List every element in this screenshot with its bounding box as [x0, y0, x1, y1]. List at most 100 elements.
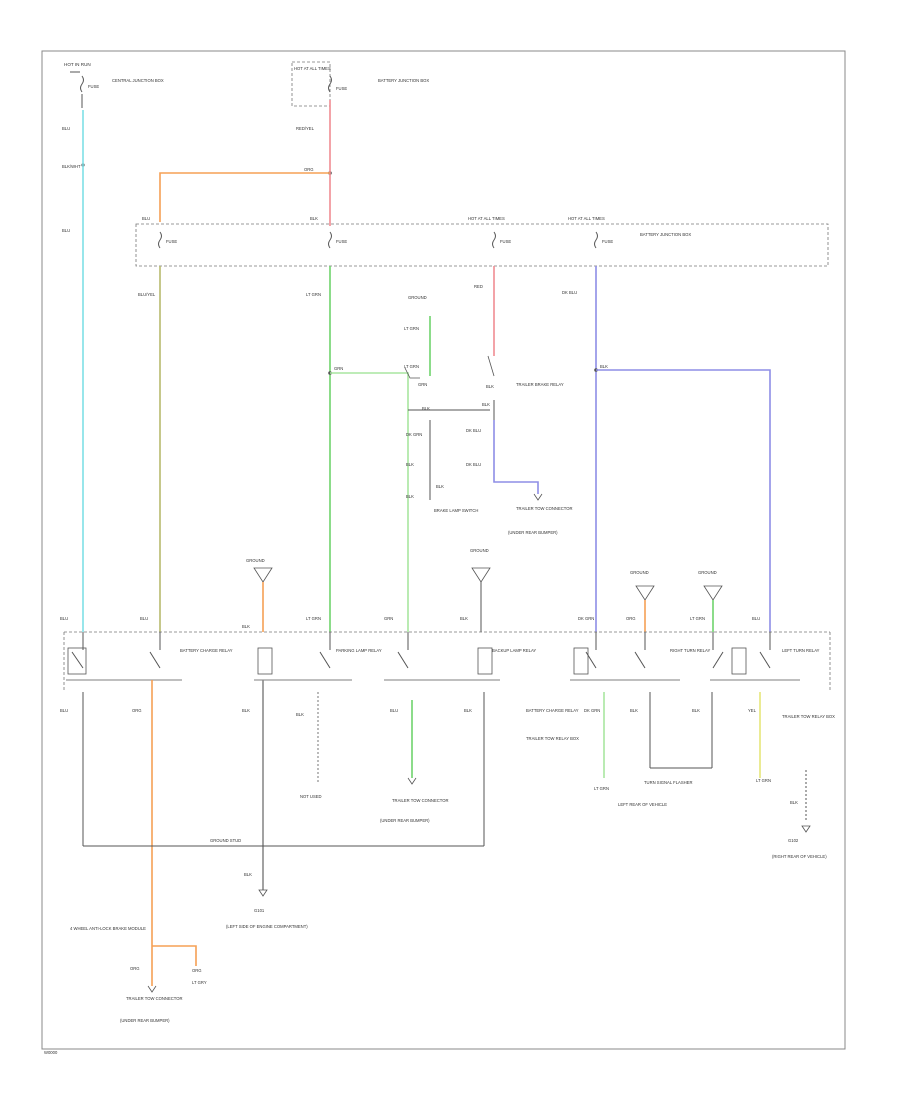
label-relay-3: BACKUP LAMP RELAY: [492, 648, 536, 653]
label-top-center-title: HOT AT ALL TIMES: [294, 66, 331, 71]
label-wire-green: LT GRN: [306, 292, 321, 297]
label-fuse-1: FUSE: [166, 239, 177, 244]
ground-top-group: GROUND LT GRN LT GRN: [404, 295, 427, 369]
wire-blue-right: [596, 369, 771, 632]
label-left-wire-3: BLU: [62, 228, 70, 233]
label-fuse-box-top-a: HOT AT ALL TIMES: [468, 216, 505, 221]
label-rb-wire-9: LT GRN: [690, 616, 705, 621]
label-below-9: BLK: [692, 708, 700, 713]
label-below-7: DK GRN: [584, 708, 600, 713]
label-fuse-4: FUSE: [602, 239, 613, 244]
ground-right-1: GROUND: [630, 570, 655, 601]
label-fuse-box-desc: BATTERY JUNCTION BOX: [640, 232, 691, 237]
label-blue-splice: BLK: [600, 364, 608, 369]
label-trailer-conn: TRAILER TOW CONNECTOR: [516, 506, 573, 511]
label-trailer-relay-wire-2: BLK: [422, 406, 430, 411]
label-below-3: BLK: [242, 708, 250, 713]
label-center-wire-a: LT GRN: [404, 364, 419, 369]
label-bottom-left-desc: 4 WHEEL ANTI-LOCK BRAKE MODULE: [70, 926, 146, 931]
wire-orange-top: [159, 172, 330, 222]
label-ground-top: GROUND: [408, 295, 427, 300]
label-below-5: BLU: [390, 708, 398, 713]
label-rb-wire-3: BLK: [242, 624, 250, 629]
wire-blue-trailer: [493, 420, 539, 494]
label-top-center-wire: RED/YEL: [296, 126, 315, 131]
label-rb-wire-10: BLU: [752, 616, 760, 621]
label-fuse-2: FUSE: [336, 239, 347, 244]
label-light-green: LT GRN: [594, 786, 609, 791]
label-wire-olive: BLU/YEL: [138, 292, 156, 297]
label-rb-wire-8: ORG: [626, 616, 636, 621]
label-battery-desc-2: TRAILER TOW RELAY BOX: [526, 736, 579, 741]
label-below-4: BLK: [296, 712, 304, 717]
label-relay-2: PARKING LAMP RELAY: [336, 648, 382, 653]
label-wire-blue: DK BLU: [562, 290, 577, 295]
label-rb-wire-7: DK GRN: [578, 616, 594, 621]
label-top-left-fuse: FUSE: [88, 84, 99, 89]
label-below-6: BLK: [464, 708, 472, 713]
label-bottom-wire-center: BLK: [244, 872, 252, 877]
label-fuse-box-wire-b: BLK: [310, 216, 318, 221]
label-trailer-wire-1: DK BLU: [466, 428, 481, 433]
brake-lamp-branch: DK GRN BLK BLK BLK BRAKE LAMP SWITCH: [406, 420, 478, 513]
label-fuse-box-wire-a: BLU: [142, 216, 150, 221]
label-left-wire-2: BLK/WHT: [62, 164, 81, 169]
diagram-frame: [41, 50, 846, 1050]
footer-id: W0000: [44, 1050, 58, 1055]
label-g-center: GROUND: [470, 548, 489, 553]
label-ground-stud-desc-a: (LEFT SIDE OF ENGINE COMPARTMENT): [226, 924, 308, 929]
label-relay-4: RIGHT TURN RELAY: [670, 648, 710, 653]
label-relay-5: LEFT TURN RELAY: [782, 648, 820, 653]
label-top-center-fuse: FUSE: [336, 86, 347, 91]
label-rb-wire-1: BLU: [60, 616, 68, 621]
label-fuse-3: FUSE: [500, 239, 511, 244]
label-top-center-desc: BATTERY JUNCTION BOX: [378, 78, 429, 83]
label-bottom-left-wire-2: ORG: [192, 968, 202, 973]
center-connector-group: TRAILER TOW CONNECTOR (UNDER REAR BUMPER…: [380, 798, 449, 823]
label-right-ground: G102: [788, 838, 799, 843]
ground-center: GROUND: [470, 548, 491, 583]
label-trailer-relay-wire: GRN: [418, 382, 427, 387]
label-fuse-box-top-b: HOT AT ALL TIMES: [568, 216, 605, 221]
label-brake-splice: BLK: [436, 484, 444, 489]
label-brake-wire-3: BLK: [406, 494, 414, 499]
label-wire-pink: RED: [474, 284, 483, 289]
label-g-right-2: GROUND: [698, 570, 717, 575]
label-trailer-relay-pin: BLK: [486, 384, 494, 389]
label-top-left-title: HOT IN RUN: [64, 62, 91, 67]
label-rb-wire-2: BLU: [140, 616, 148, 621]
label-below-8: BLK: [630, 708, 638, 713]
ground-right-2: GROUND: [698, 570, 723, 601]
label-bottom-left-wire-3: LT GRY: [192, 980, 207, 985]
label-g-right-1: GROUND: [630, 570, 649, 575]
label-right-bottom-wire: BLK: [790, 800, 798, 805]
label-below-1: BLU: [60, 708, 68, 713]
label-right-desc-2: LEFT REAR OF VEHICLE: [618, 802, 667, 807]
label-rb-wire-6: BLK: [460, 616, 468, 621]
trailer-relay-group: GRN BLK BLK TRAILER BRAKE RELAY BLK DK B…: [404, 355, 564, 467]
label-ground-stud-desc-b: (RIGHT REAR OF VEHICLE): [772, 854, 827, 859]
label-right-desc: TURN SIGNAL FLASHER: [644, 780, 692, 785]
ground-left: GROUND: [246, 558, 273, 583]
label-trailer-conn-b: (UNDER REAR BUMPER): [508, 530, 558, 535]
label-battery-desc-1: BATTERY CHARGE RELAY: [526, 708, 579, 713]
trailer-connector-center-group: TRAILER TOW CONNECTOR (UNDER REAR BUMPER…: [508, 506, 573, 535]
center-right-desc-group: BATTERY CHARGE RELAY TRAILER TOW RELAY B…: [526, 708, 579, 741]
label-relay-1: BATTERY CHARGE RELAY: [180, 648, 233, 653]
label-bottom-left-wire-1: ORG: [130, 966, 140, 971]
relay-box: BLU BLU BLK LT GRN GRN BLK DK GRN ORG LT…: [60, 616, 831, 692]
bottom-left-group: 4 WHEEL ANTI-LOCK BRAKE MODULE ORG ORG L…: [70, 926, 207, 1023]
label-center-desc: BRAKE LAMP SWITCH: [434, 508, 478, 513]
wire-green-branch: [330, 372, 409, 632]
label-rb-wire-4: LT GRN: [306, 616, 321, 621]
label-splice-top: ORG: [304, 167, 314, 172]
label-g-left: GROUND: [246, 558, 265, 563]
label-trailer-wire-2: DK BLU: [466, 462, 481, 467]
label-below-2: ORG: [132, 708, 142, 713]
label-green-splice: GRN: [334, 366, 343, 371]
label-brake-wire-2: BLK: [406, 462, 414, 467]
label-below-10: YEL: [748, 708, 757, 713]
label-trailer-relay: TRAILER BRAKE RELAY: [516, 382, 564, 387]
label-ground-stud-a: G101: [254, 908, 265, 913]
